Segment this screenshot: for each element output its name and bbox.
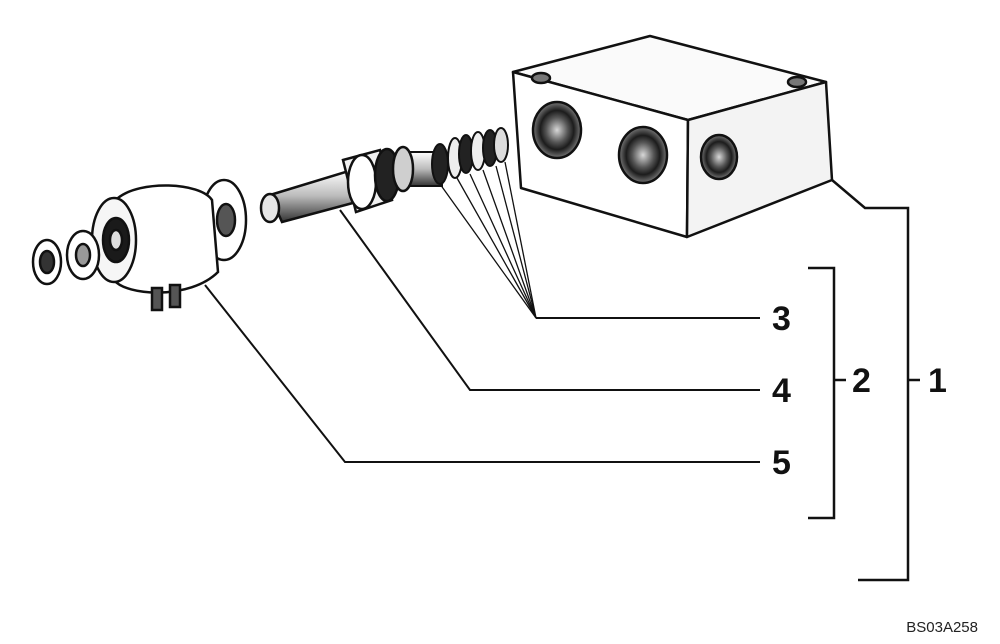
leader-3 bbox=[439, 161, 760, 319]
callout-3: 3 bbox=[772, 300, 791, 338]
seal-kit bbox=[397, 127, 509, 187]
callout-5: 5 bbox=[772, 444, 791, 482]
leader-4 bbox=[339, 209, 760, 391]
leader-5 bbox=[204, 284, 760, 463]
valve-block bbox=[511, 34, 834, 239]
block-port-1 bbox=[531, 100, 583, 160]
callout-1: 1 bbox=[928, 362, 947, 400]
block-port-2 bbox=[617, 125, 669, 185]
bracket-1 bbox=[831, 179, 920, 582]
callout-2: 2 bbox=[852, 362, 871, 400]
bracket-2 bbox=[808, 266, 846, 520]
reference-code: BS03A258 bbox=[906, 619, 978, 636]
callout-4: 4 bbox=[772, 372, 791, 410]
valve-cartridge bbox=[259, 145, 415, 224]
solenoid-coil bbox=[31, 178, 248, 312]
block-port-3 bbox=[699, 133, 739, 181]
